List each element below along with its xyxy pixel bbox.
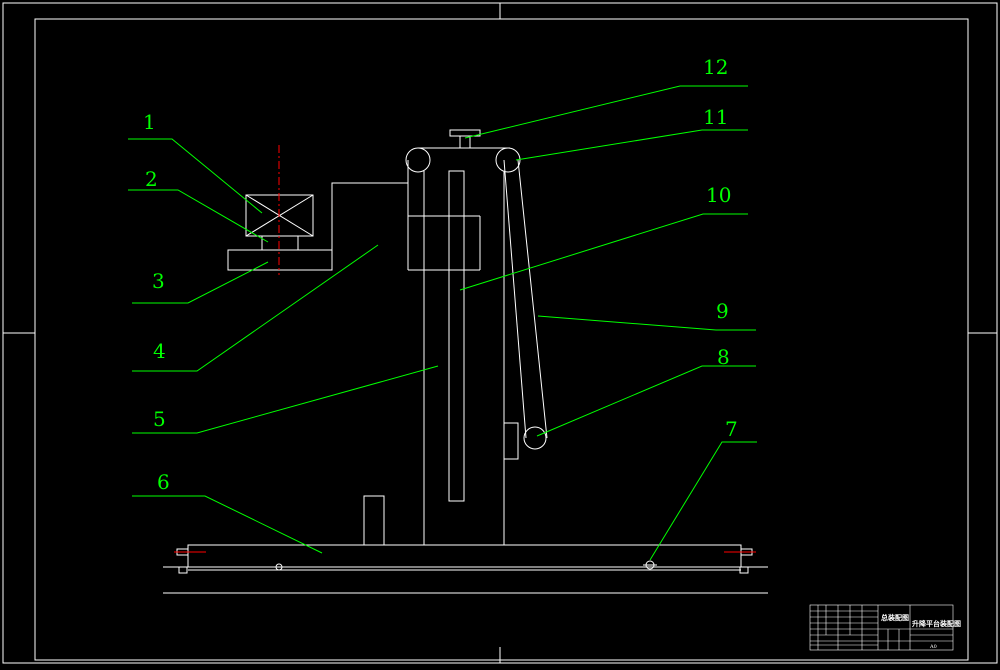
leader-lines: [128, 85, 757, 561]
top-pulley-assembly: [405, 129, 521, 271]
title-block-drawing-name: 总装配图: [881, 613, 909, 622]
belt-drive: [503, 159, 548, 460]
callout-7: 7: [725, 417, 738, 441]
title-block-sheet: A0: [929, 644, 937, 650]
arm: [227, 182, 408, 271]
callout-2: 2: [145, 167, 158, 191]
callout-1: 1: [143, 110, 156, 134]
callout-5: 5: [153, 407, 166, 431]
callout-8: 8: [717, 345, 730, 369]
callout-3: 3: [152, 269, 165, 293]
title-block-project: 升降平台装配图: [912, 619, 961, 628]
title-block: [809, 604, 954, 651]
callout-labels: 1 2 3 4 5 6 7 8 9 10 11 12: [143, 55, 738, 494]
callout-4: 4: [153, 339, 166, 363]
callout-12: 12: [703, 55, 728, 79]
callout-10: 10: [706, 183, 731, 207]
column: [423, 170, 505, 545]
support-block: [363, 495, 385, 546]
callout-11: 11: [703, 105, 728, 129]
callout-6: 6: [157, 470, 170, 494]
base-plate: [163, 544, 768, 594]
callout-9: 9: [716, 299, 729, 323]
